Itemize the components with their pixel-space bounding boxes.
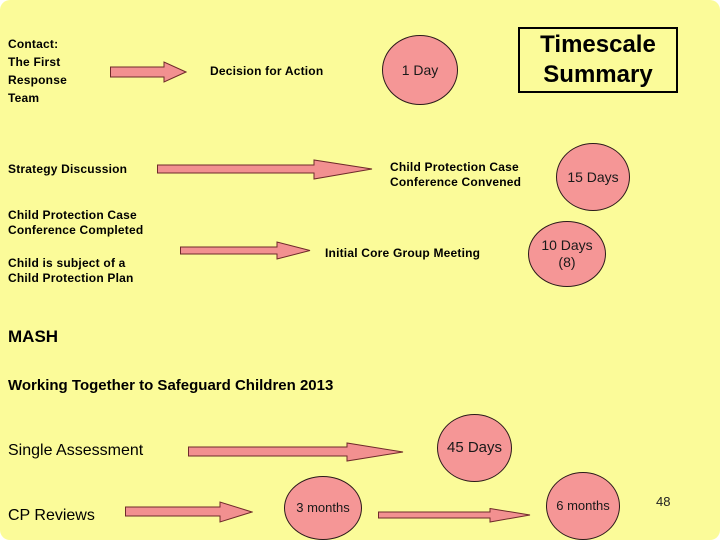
decision-for-action-label: Decision for Action	[210, 64, 324, 78]
arrow-strategy-to-conference	[157, 159, 373, 180]
conference-completed-label: Child Protection Case Conference Complet…	[8, 208, 144, 237]
one-day-bubble: 1 Day	[382, 35, 458, 105]
conference-convened-label: Child Protection Case Conference Convene…	[390, 160, 522, 189]
six-months-label: 6 months	[556, 498, 610, 513]
initial-core-group-label: Initial Core Group Meeting	[325, 246, 481, 260]
cp-reviews-label: CP Reviews	[8, 507, 95, 524]
forty-five-days-bubble: 45 Days	[437, 414, 512, 482]
three-months-label: 3 months	[296, 500, 350, 515]
arrow-cp-reviews-to-3-months	[125, 501, 253, 523]
arrow-3-months-to-6-months	[378, 508, 531, 523]
mash-heading: MASH	[8, 327, 59, 346]
strategy-discussion-label: Strategy Discussion	[8, 162, 128, 176]
single-assessment-label: Single Assessment	[8, 442, 144, 459]
arrow-contact-to-decision	[110, 61, 187, 83]
forty-five-days-label: 45 Days	[446, 439, 503, 456]
child-subject-label: Child is subject of a Child Protection P…	[8, 256, 134, 285]
ten-days-label: 10 Days (8)	[541, 237, 593, 270]
working-together-heading: Working Together to Safeguard Children 2…	[8, 377, 334, 394]
arrow-single-assessment	[188, 442, 404, 462]
six-months-bubble: 6 months	[546, 472, 620, 540]
arrow-to-initial-core-group	[180, 241, 311, 260]
timescale-summary-title-box: Timescale Summary	[518, 27, 678, 93]
one-day-label: 1 Day	[401, 61, 439, 78]
ten-days-bubble: 10 Days (8)	[528, 221, 606, 287]
slide-page-number: 48	[656, 494, 671, 509]
fifteen-days-label: 15 Days	[567, 168, 619, 185]
timescale-summary-title: Timescale Summary	[540, 31, 656, 88]
fifteen-days-bubble: 15 Days	[556, 143, 630, 211]
contact-first-response-label: Contact: The First Response Team	[8, 37, 67, 105]
three-months-bubble: 3 months	[284, 476, 362, 540]
